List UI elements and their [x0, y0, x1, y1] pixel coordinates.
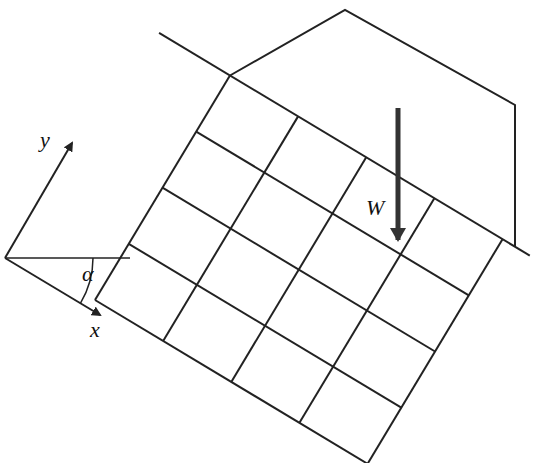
- pentagon-top: [230, 10, 515, 247]
- y-axis: [5, 143, 72, 258]
- top-surface-line: [159, 33, 530, 256]
- axis-label: x: [88, 318, 102, 342]
- grid-line: [95, 300, 368, 463]
- x-axis: [5, 258, 100, 315]
- force-label: W: [364, 196, 386, 220]
- grid-line: [129, 244, 402, 408]
- angle-label: α: [80, 262, 96, 286]
- weight-arrow: [396, 108, 401, 240]
- horizontal-reference: [5, 257, 130, 259]
- grid-line: [196, 132, 469, 296]
- grid-line: [162, 188, 435, 352]
- axis-label: y: [38, 128, 52, 152]
- grid-block: [95, 33, 530, 463]
